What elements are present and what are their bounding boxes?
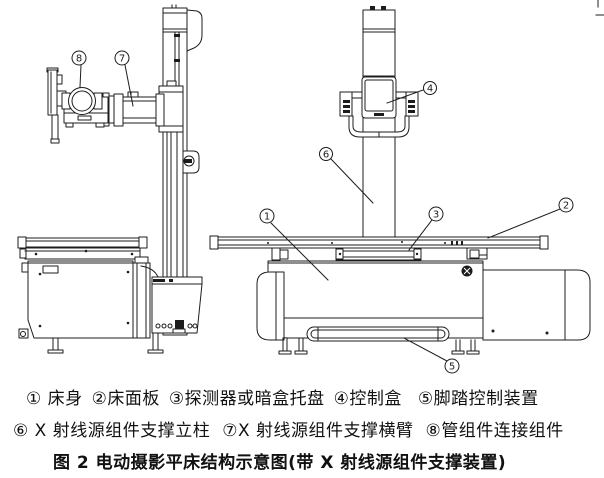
- legend-item-3: ③探测器或暗盒托盘: [168, 389, 325, 409]
- control-box: [339, 76, 419, 138]
- callout-3-num: 3: [433, 210, 439, 221]
- callout-4-num: 4: [427, 84, 433, 95]
- legend-item-5: ⑤脚踏控制装置: [417, 389, 539, 409]
- foot-pedal: [306, 326, 450, 342]
- technical-diagram: 1 2 3 4 5 6 7: [17, 0, 604, 374]
- control-box-screen: [364, 79, 394, 112]
- legend-item-2: ②床面板: [91, 389, 160, 409]
- front-view-support-column: [362, 6, 396, 239]
- side-view-support-column: [147, 4, 203, 354]
- callout-5: 5: [403, 337, 460, 374]
- callout-1: 1: [259, 208, 329, 281]
- legend-line-1: ① 床身 ②床面板 ③探测器或暗盒托盘 ④控制盒 ⑤脚踏控制装置: [26, 384, 539, 409]
- legend-item-4: ④控制盒: [333, 389, 402, 409]
- legend-item-7: ⑦X 射线源组件支撑横臂: [222, 421, 414, 441]
- page-edge-mark: [595, 0, 604, 16]
- side-view-bed: [17, 236, 159, 354]
- callout-4: 4: [386, 81, 437, 104]
- legend-item-1: ① 床身: [26, 389, 83, 409]
- callout-5-num: 5: [449, 362, 455, 373]
- side-view: [17, 4, 203, 354]
- legend-line-2: ⑥ X 射线源组件支撑立柱 ⑦X 射线源组件支撑横臂 ⑧管组件连接组件: [13, 416, 564, 441]
- figure-caption: 图 2 电动摄影平床结构示意图(带 X 射线源组件支撑装置): [53, 453, 507, 473]
- side-view-cross-arm: [102, 91, 165, 127]
- front-view: [209, 6, 591, 355]
- callout-8: 8: [71, 50, 87, 88]
- bed-body: [256, 260, 591, 355]
- callout-1-num: 1: [264, 212, 270, 223]
- legend-item-6: ⑥ X 射线源组件支撑立柱: [13, 421, 211, 441]
- callout-6: 6: [319, 147, 374, 204]
- legend-item-8: ⑧管组件连接组件: [425, 421, 564, 441]
- callout-2-num: 2: [563, 201, 569, 212]
- tabletop: [209, 235, 549, 250]
- body-right-section: [482, 269, 591, 341]
- callout-7: 7: [114, 50, 134, 107]
- callout-7-num: 7: [119, 54, 125, 65]
- side-view-tube-assembly: [46, 67, 109, 144]
- callout-8-num: 8: [76, 54, 82, 65]
- callout-6-num: 6: [323, 150, 329, 161]
- callout-3: 3: [408, 206, 444, 251]
- callout-2: 2: [487, 197, 574, 239]
- cassette-tray: [271, 247, 488, 261]
- rating-label: [42, 265, 59, 274]
- callouts: 1 2 3 4 5 6 7: [71, 50, 574, 374]
